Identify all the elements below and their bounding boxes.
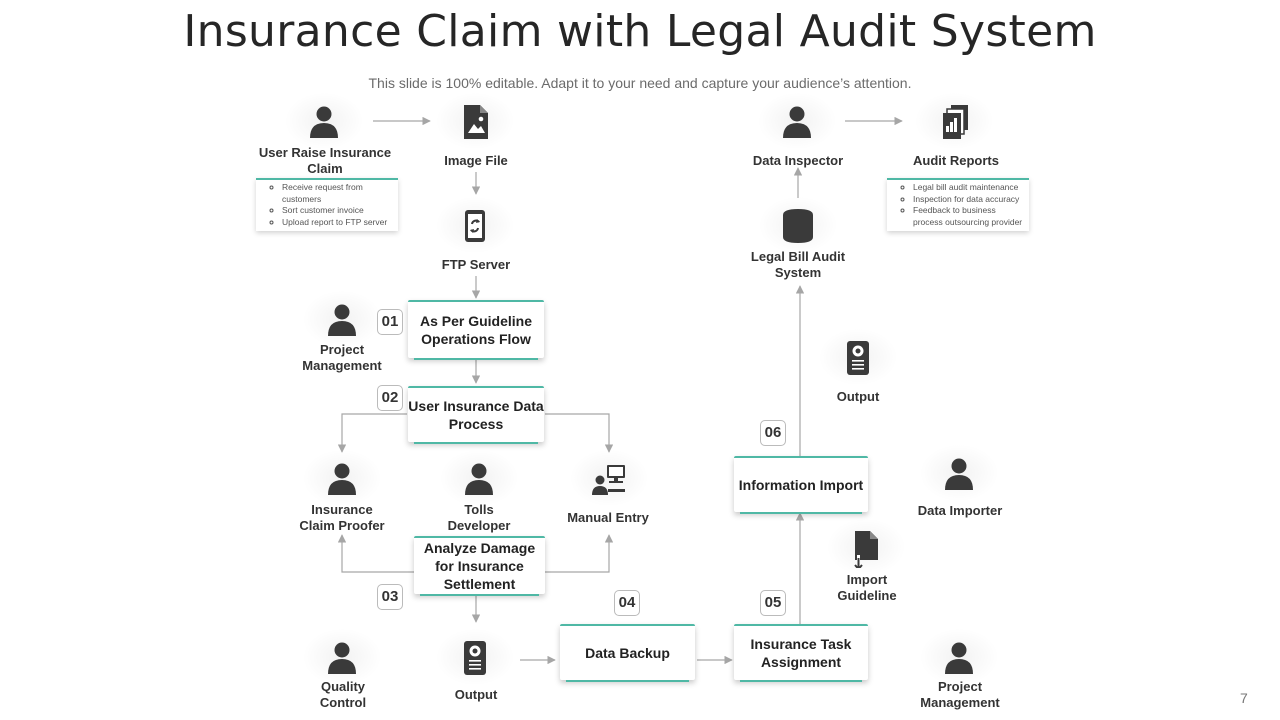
label-project-management-1: Project Management <box>302 342 382 373</box>
step-number-03: 03 <box>377 584 403 610</box>
label-insurance-claim-proofer: Insurance Claim Proofer <box>299 502 385 533</box>
note-user-raise-claim: Receive request from customers Sort cust… <box>256 178 398 231</box>
step-number-04: 04 <box>614 590 640 616</box>
label-import-guideline: Import Guideline <box>837 572 897 603</box>
reports-documents-icon <box>914 92 994 150</box>
label-output-2: Output <box>836 389 880 404</box>
output-device-icon <box>818 328 898 386</box>
label-image-file: Image File <box>444 153 508 168</box>
output-device-icon <box>435 628 515 686</box>
user-icon <box>302 290 382 348</box>
user-icon <box>302 628 382 686</box>
image-file-icon <box>435 92 515 150</box>
step-box-05: Insurance Task Assignment <box>734 624 868 682</box>
step-box-03: Analyze Damage for Insurance Settlement <box>414 536 545 596</box>
user-icon <box>919 444 999 502</box>
import-file-icon <box>826 518 906 576</box>
label-audit-reports: Audit Reports <box>913 153 999 168</box>
arrow-s03-to-manual <box>545 534 614 573</box>
step-number-01: 01 <box>377 309 403 335</box>
page-title: Insurance Claim with Legal Audit System <box>183 6 1097 57</box>
arrow-s02-to-manual <box>545 413 614 453</box>
note-item: Receive request from customers <box>282 182 396 205</box>
arrow-s02-to-proofer <box>337 413 407 453</box>
database-icon <box>758 196 838 254</box>
note-item: Legal bill audit maintenance <box>913 182 1027 194</box>
note-audit-reports: Legal bill audit maintenance Inspection … <box>887 178 1029 231</box>
label-quality-control: Quality Control <box>319 679 367 710</box>
label-output-1: Output <box>454 687 498 702</box>
step-number-02: 02 <box>377 385 403 411</box>
user-icon <box>284 92 364 150</box>
computer-user-icon <box>569 449 649 507</box>
label-tolls-developer: Tolls Developer <box>447 502 511 533</box>
note-item: Upload report to FTP server <box>282 217 396 229</box>
label-project-management-2: Project Management <box>920 679 1000 710</box>
step-number-05: 05 <box>760 590 786 616</box>
label-ftp-server: FTP Server <box>441 257 511 272</box>
step-box-06: Information Import <box>734 456 868 514</box>
ftp-server-icon <box>435 196 515 254</box>
user-icon <box>757 92 837 150</box>
label-manual-entry: Manual Entry <box>567 510 649 525</box>
arrow-s03-to-proofer <box>337 534 414 573</box>
note-item: Inspection for data accuracy <box>913 194 1027 206</box>
step-number-06: 06 <box>760 420 786 446</box>
label-legal-bill-audit-system: Legal Bill Audit System <box>750 249 846 280</box>
note-item: Feedback to business process outsourcing… <box>913 205 1027 228</box>
step-box-02: User Insurance Data Process <box>408 386 544 444</box>
label-data-inspector: Data Inspector <box>752 153 844 168</box>
note-item: Sort customer invoice <box>282 205 396 217</box>
label-data-importer: Data Importer <box>917 503 1003 518</box>
step-box-04: Data Backup <box>560 624 695 682</box>
page-subtitle: This slide is 100% editable. Adapt it to… <box>368 75 912 91</box>
label-user-raise-claim: User Raise Insurance Claim <box>258 145 392 176</box>
step-box-01: As Per Guideline Operations Flow <box>408 300 544 360</box>
user-icon <box>439 449 519 507</box>
page-number: 7 <box>1240 690 1248 706</box>
user-icon <box>919 628 999 686</box>
user-icon <box>302 449 382 507</box>
